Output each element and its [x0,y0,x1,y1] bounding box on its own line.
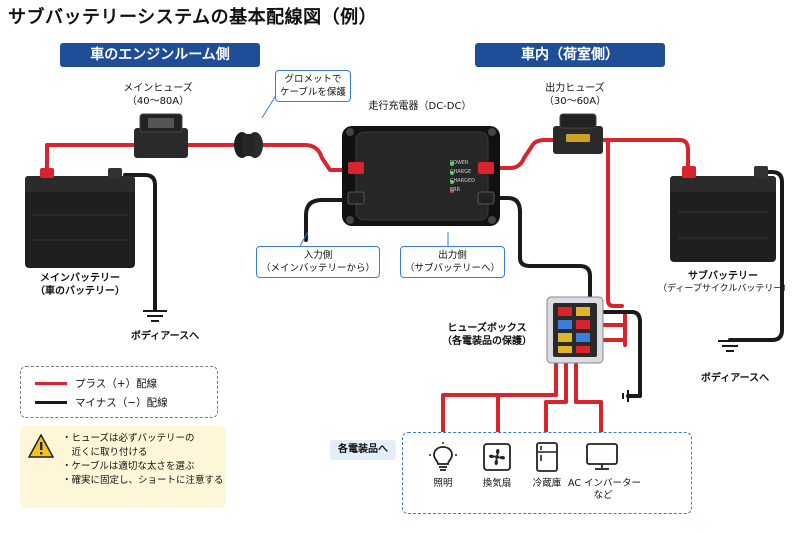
wire-output-fuse-to-fuse-box [606,138,624,308]
device-label-fan: 換気扇 [482,478,512,489]
wire-charger-output-minus [478,196,592,298]
device-label-inverter: AC インバーター など [568,478,641,501]
grommet [234,132,263,158]
led-charged [450,180,454,184]
sub-battery [670,166,776,262]
note-line: ・ケーブルは適切な太さを選ぶ [62,461,195,472]
legend-plus: プラス（+）配線 [35,376,157,391]
body-earth-left-label: ボディアースへ [130,331,200,342]
warning-icon [28,434,54,458]
led-charge [450,171,454,175]
devices-tag: 各電装品へ [330,440,396,460]
legend: プラス（+）配線 マイナス（−）配線 [20,366,218,418]
legend-minus-swatch [35,401,67,404]
note-line: 近くに取り付ける [62,447,148,458]
grommet-callout: グロメットで ケーブルを保護 [275,70,351,102]
devices-box [402,432,692,514]
page-title: サブバッテリーシステムの基本配線図（例） [8,7,378,28]
minus-wires [123,170,784,398]
wire-charger-input-minus [304,198,362,242]
output-fuse [553,113,603,154]
wire-to-inverter [574,358,603,442]
light-bulb-icon [429,442,457,471]
charger-led-labels: POWER CHARGE CHARGED ERR [450,160,476,193]
fuse-box-label: ヒューズボックス （各電装品の保護） [442,323,532,347]
led-power [450,162,454,166]
led-err [450,189,454,193]
ground-symbol-right [718,340,742,352]
legend-minus: マイナス（−）配線 [35,395,168,410]
charger-label: 走行充電器（DC-DC） [368,101,472,112]
main-fuse [134,113,188,158]
note-line: ・ヒューズは必ずバッテリーの [62,433,195,444]
main-fuse-label: メインヒューズ （40〜80A） [123,83,193,107]
input-side-pointer [299,231,309,247]
wire-charger-to-output-fuse [478,138,555,170]
wire-fuse-box-minus [598,310,642,398]
monitor-icon [586,443,618,470]
sub-battery-label: サブバッテリー （ディープサイクルバッテリー） [658,271,792,294]
body-earth-right-label: ボディアースへ [700,373,770,384]
section-engine-room: 車のエンジンルーム側 [60,43,260,67]
dcdc-charger [342,126,500,226]
wire-grommet-to-charger [260,143,362,172]
main-battery-label: メインバッテリー （車のバッテリー） [35,273,125,297]
main-battery [25,168,135,268]
note-line: ・確実に固定し、ショートに注意する [62,475,224,486]
input-side-callout: 入力側 （メインバッテリーから） [256,246,381,278]
wire-output-fuse-to-sub-battery [598,138,690,177]
device-label-fridge: 冷蔵庫 [532,478,562,489]
fridge-icon [536,442,558,472]
fuse-box [546,296,604,364]
wire-to-fridge [544,358,568,442]
device-label-light: 照明 [433,478,453,489]
legend-plus-swatch [35,382,67,385]
output-fuse-label: 出力ヒューズ （30〜60A） [543,83,607,107]
notes-box: ・ヒューズは必ずバッテリーの 近くに取り付ける ・ケーブルは適切な太さを選ぶ ・… [20,426,226,508]
output-side-callout: 出力側 （サブバッテリーへ） [400,246,506,278]
plus-wires [45,138,690,442]
notes-list: ・ヒューズは必ずバッテリーの 近くに取り付ける ・ケーブルは適切な太さを選ぶ ・… [62,432,224,488]
ground-symbol-left [143,310,167,322]
fan-icon [483,443,511,471]
wire-main-battery-to-fuse [45,143,142,177]
wire-main-battery-to-earth [123,173,157,312]
wire-sub-battery-to-earth [728,170,784,342]
section-interior: 車内（荷室側） [475,43,665,67]
ground-symbol-fusebox [622,390,629,402]
